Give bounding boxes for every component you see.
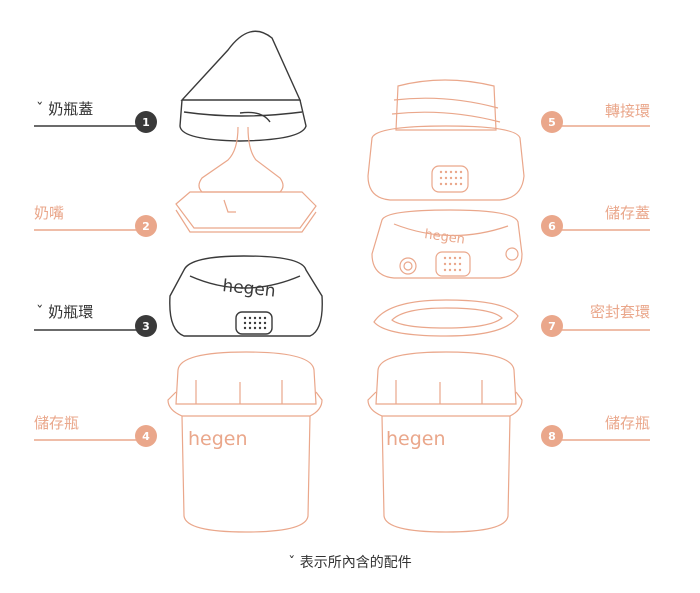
brand-ring: hegen	[221, 276, 276, 301]
number-badge-text-2: 2	[142, 220, 150, 233]
number-badge-4	[135, 425, 157, 447]
leader-lines: 1 2 3 4 5 6 7 8	[34, 111, 650, 447]
bottle-ring-drawing	[169, 255, 323, 337]
number-badge-text-7: 7	[548, 320, 556, 333]
lid-grip-dots	[443, 256, 462, 272]
label-part-1: ˇ 奶瓶蓋	[36, 100, 94, 118]
number-badge-text-6: 6	[548, 220, 556, 233]
seal-ring-drawing	[373, 299, 519, 337]
number-badge-1	[135, 111, 157, 133]
number-badge-text-5: 5	[548, 116, 556, 129]
nipple-drawing	[175, 126, 317, 233]
number-badge-8	[541, 425, 563, 447]
footnote: ˇ 表示所內含的配件	[288, 555, 412, 571]
number-badge-text-4: 4	[142, 430, 150, 443]
label-part-3: ˇ 奶瓶環	[36, 303, 94, 321]
brand-lid: hegen	[423, 227, 465, 248]
number-badge-7	[541, 315, 563, 337]
label-part-6: 儲存蓋	[604, 204, 650, 222]
adapter-ring-drawing	[367, 79, 525, 201]
label-part-8: 儲存瓶	[604, 414, 650, 432]
number-badge-5	[541, 111, 563, 133]
number-badge-2	[135, 215, 157, 237]
number-badge-text-8: 8	[548, 430, 556, 443]
number-badge-6	[541, 215, 563, 237]
bottle-cap-drawing	[179, 30, 307, 142]
label-part-7: 密封套環	[589, 303, 650, 321]
storage-bottle-right-drawing	[367, 351, 523, 533]
adapter-grip-dots	[439, 170, 463, 186]
number-badge-text-1: 1	[142, 116, 150, 129]
storage-bottle-left-drawing	[167, 351, 323, 533]
brand-bottle-right: hegen	[386, 428, 446, 450]
label-part-4: 儲存瓶	[34, 414, 80, 432]
number-badge-text-3: 3	[142, 320, 150, 333]
label-part-5: 轉接環	[604, 102, 650, 120]
ring-grip-dots	[243, 316, 267, 330]
label-part-2: 奶嘴	[34, 204, 65, 222]
storage-lid-drawing	[371, 209, 523, 279]
brand-bottle-left: hegen	[188, 428, 248, 450]
number-badge-3	[135, 315, 157, 337]
